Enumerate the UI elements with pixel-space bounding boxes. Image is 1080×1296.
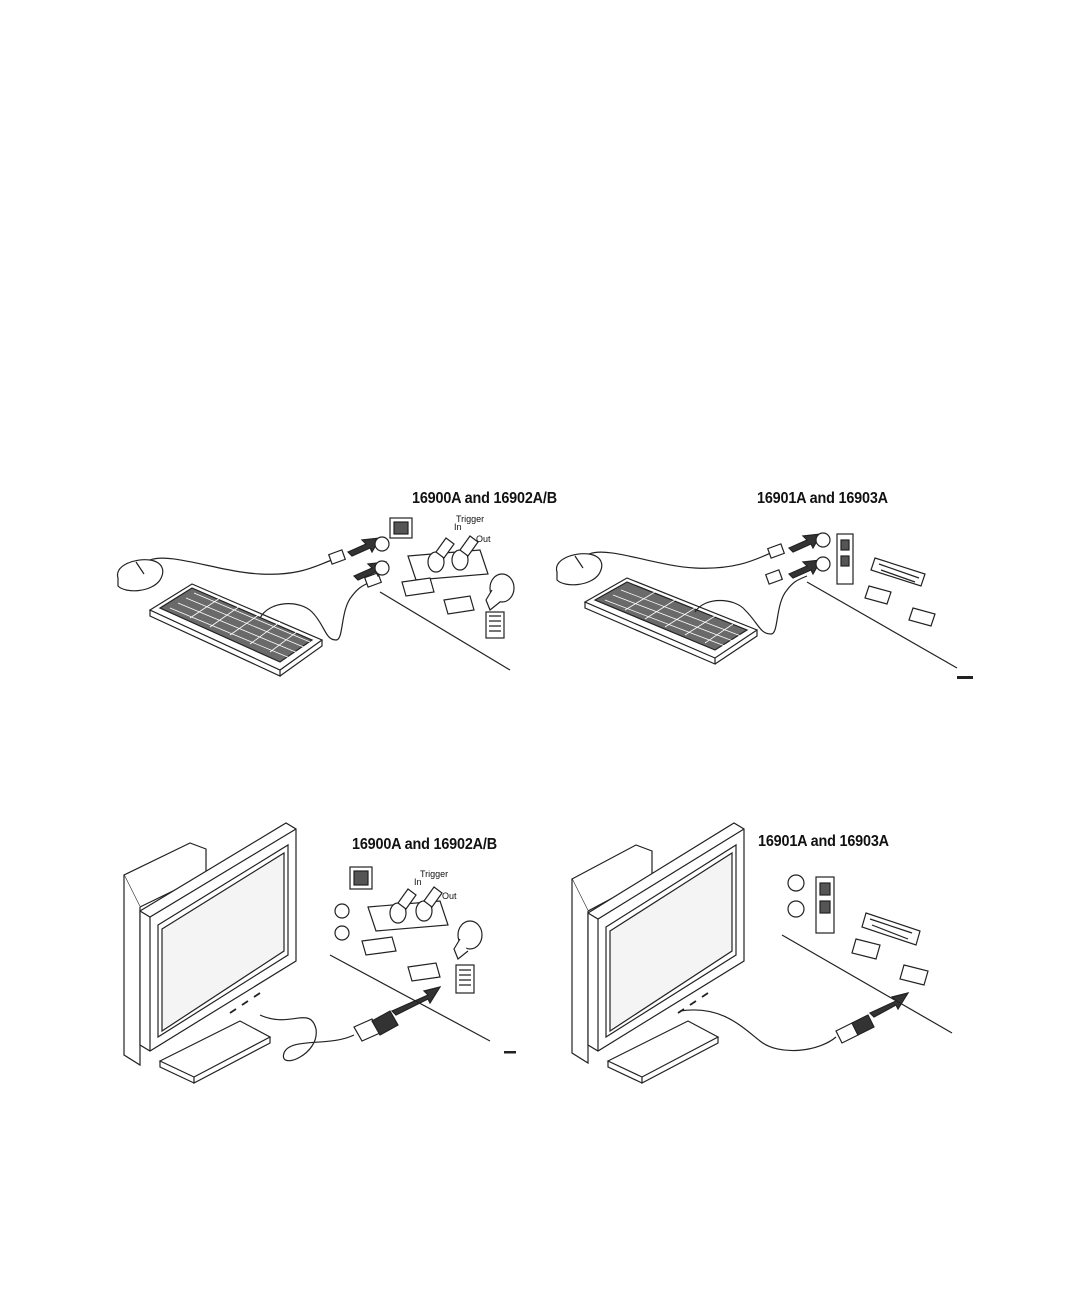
vga-cable: [260, 987, 440, 1061]
rear-panel-16901: [807, 533, 973, 679]
keyboard-mouse-connection-figure-16901: [545, 500, 985, 700]
trigger-out-label: Out: [476, 534, 491, 544]
monitor-connection-figure-16900: In Trigger Out: [110, 815, 550, 1085]
rear-panel-16901: [782, 875, 952, 1033]
trigger-out-label: Out: [442, 891, 457, 901]
vga-cable: [680, 993, 908, 1051]
trigger-label: Trigger: [420, 869, 448, 879]
ps2-connectors: [766, 534, 821, 584]
keyboard-illustration: [150, 582, 370, 676]
monitor-connection-figure-16901: [560, 815, 980, 1085]
keyboard-mouse-connection-figure-16900: In Trigger Out: [100, 500, 540, 700]
trigger-label: Trigger: [456, 514, 484, 524]
keyboard-illustration: [585, 576, 807, 664]
mouse-illustration: [556, 552, 773, 585]
rear-panel-16900: In Trigger Out: [375, 514, 514, 670]
mouse-illustration: [117, 558, 332, 591]
figure-id-mark: [957, 676, 973, 679]
monitor-illustration: [572, 823, 744, 1083]
monitor-illustration: [124, 823, 296, 1083]
